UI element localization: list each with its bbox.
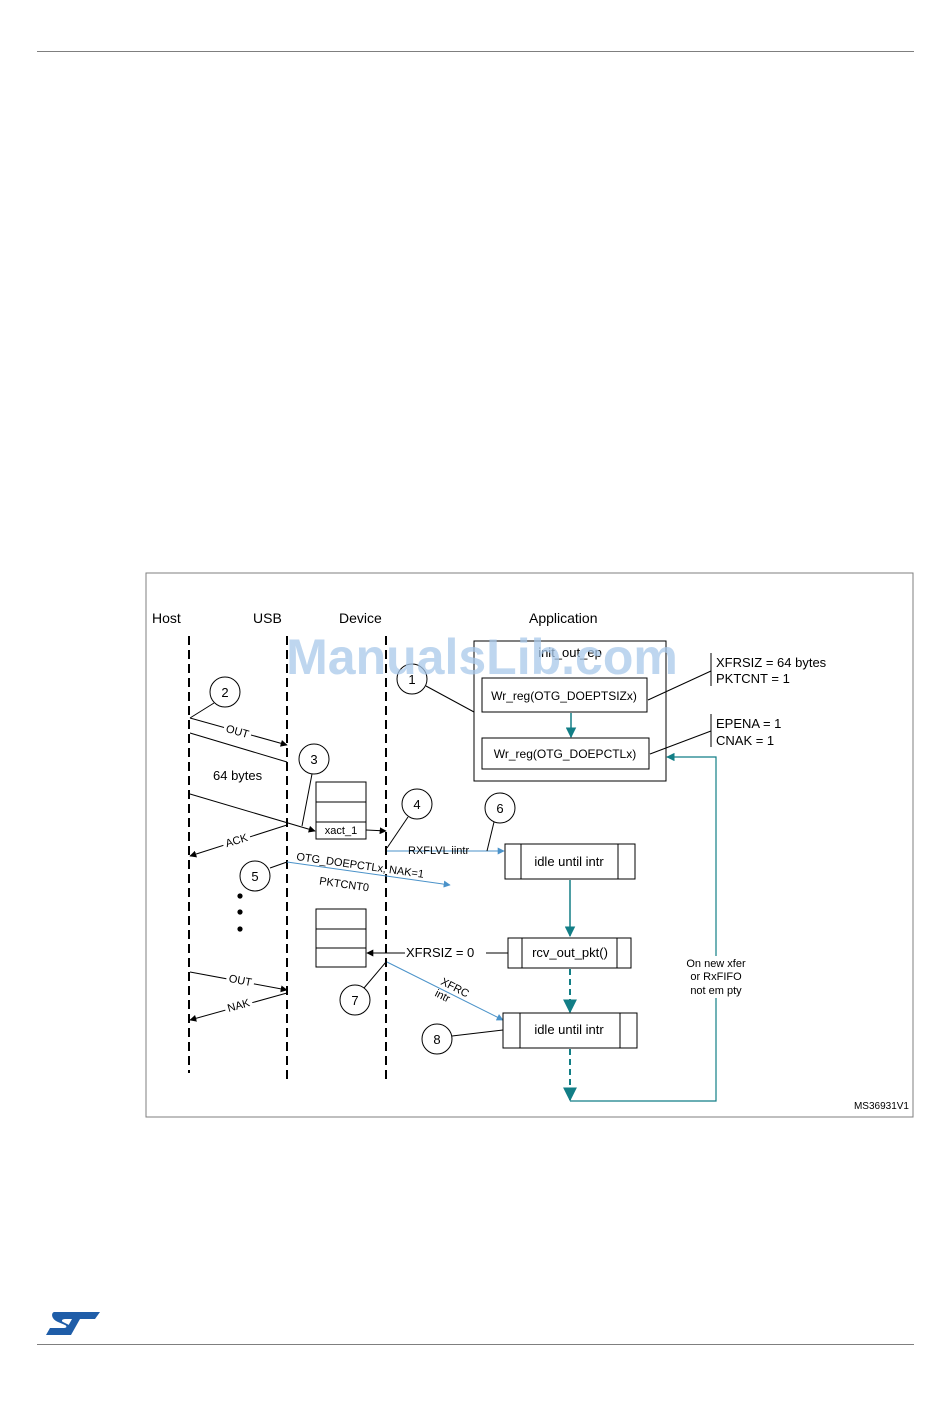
step-6-leader [486,821,495,852]
siz-note-leader [647,670,712,701]
rxflvl-label: RXFLVL iintr [408,845,469,857]
nak-setting-arrow [286,861,451,888]
wr-ctl-box [481,737,650,770]
wr-siz-box [481,677,648,713]
loop-condition-line2: or RxFIFO [690,971,742,983]
ellipsis-dot [237,926,243,932]
out-token-label-1: OUT [224,723,250,741]
step-number-3: 3 [310,752,317,767]
xact-label: xact_1 [325,825,357,837]
loop-back-arrow [570,752,717,1102]
step-marker-4 [401,788,433,820]
ctl-note-leader [649,730,712,755]
step-3-leader [301,773,313,827]
wr-ctl-label: Wr_reg(OTG_DOEPCTLx) [494,747,636,761]
data-packet-size-label: 64 bytes [213,768,263,783]
diagram-frame [145,572,914,1118]
idle-box-1-label: idle until intr [534,854,604,869]
rcv-out-pkt-label: rcv_out_pkt() [532,945,608,960]
step-marker-2 [209,676,241,708]
step-number-8: 8 [433,1032,440,1047]
rx-fifo-slot [315,928,367,949]
nak-label: NAK [226,997,252,1015]
step-marker-8 [421,1023,453,1055]
data-packet-bottom [189,793,316,833]
loop-condition-line1: On new xfer [686,958,746,970]
step-5-leader [269,861,288,869]
step-marker-7 [339,984,371,1016]
loop-condition-line3: not em pty [690,985,742,997]
rx-fifo-slot [315,908,367,930]
rx-fifo-slot [315,947,367,968]
data-packet-top [189,732,288,763]
step-number-6: 6 [496,801,503,816]
header-rule [37,51,914,52]
out-token-label-2: OUT [228,973,253,989]
step-marker-1 [396,663,428,695]
xfrsiz-zero-label: XFRSIZ = 0 [406,945,474,960]
siz-note-line2: PKTCNT = 1 [716,671,790,686]
lane-device-label: Device [339,610,382,626]
siz-note-line1: XFRSIZ = 64 bytes [716,655,827,670]
rx-fifo-slot [315,781,367,803]
idle-box-1 [504,843,636,880]
idle-box-2-label: idle until intr [534,1022,604,1037]
init-out-ep-label: init_out_ep [538,645,602,660]
step-number-4: 4 [413,797,420,812]
xfrc-arrow [386,961,504,1021]
step-7-leader [363,961,387,989]
figure-id: MS36931V1 [854,1101,909,1112]
footer-rule [37,1344,914,1345]
pktcnt-label: PKTCNT0 [318,876,369,895]
step-1-leader [425,685,475,713]
lane-application-label: Application [529,610,598,626]
ctl-note-line1: EPENA = 1 [716,716,781,731]
wr-siz-label: Wr_reg(OTG_DOEPTSIZx) [491,689,637,703]
step-number-5: 5 [251,869,258,884]
fifo-to-device-arrow [365,827,387,835]
lane-usb-label: USB [253,610,282,626]
idle-box-2 [502,1012,638,1049]
step-number-1: 1 [408,672,415,687]
ellipsis-dot [237,909,243,915]
step-marker-5 [239,860,271,892]
rcv-out-pkt-box [507,937,632,969]
step-4-leader [386,816,409,849]
step-8-leader [451,1029,504,1037]
watermark: ManualsLib.com [286,629,678,685]
ellipsis-dot [237,893,243,899]
rx-fifo-slot [315,801,367,823]
step-2-leader [189,702,215,719]
ctl-note-line2: CNAK = 1 [716,733,774,748]
step-number-2: 2 [221,685,228,700]
step-number-7: 7 [351,993,358,1008]
ack-label: ACK [224,832,250,850]
lane-host-label: Host [152,610,181,626]
step-marker-3 [298,743,330,775]
step-marker-6 [484,792,516,824]
st-logo-icon [46,1312,100,1335]
